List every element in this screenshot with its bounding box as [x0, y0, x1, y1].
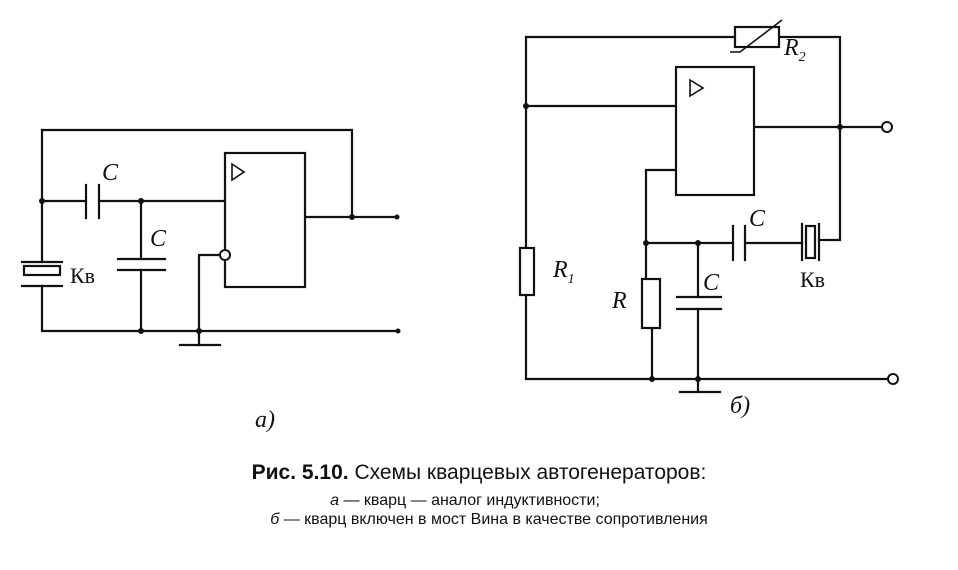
- caption-letter-b: б: [270, 511, 280, 528]
- capacitor-icon: [731, 224, 747, 262]
- figure-caption-line-b: б — кварц включен в мост Вина в качестве…: [10, 511, 958, 529]
- amplifier-block-a: [223, 151, 307, 289]
- capacitor-icon: [116, 257, 167, 272]
- caption-text-b: — кварц включен в мост Вина в качестве с…: [279, 511, 708, 528]
- crystal-icon: [800, 222, 828, 262]
- ground-terminal: [887, 373, 899, 385]
- amplifier-triangle-icon: [689, 78, 705, 98]
- caption-text-a: — кварц — аналог индуктивности;: [339, 492, 600, 509]
- caption-letter-a: а: [330, 492, 339, 509]
- amplifier-triangle-icon: [231, 162, 246, 182]
- thermistor-icon: [730, 19, 783, 53]
- figure-title: Схемы кварцевых автогенераторов:: [354, 461, 707, 484]
- label-thermistor-r2: R2: [783, 35, 806, 65]
- figure-caption-line-a: а — кварц — аналог индуктивности;: [0, 492, 944, 510]
- label-capacitor-c-mid: C: [150, 226, 167, 252]
- circuit-diagram: C C Кв а): [20, 19, 899, 433]
- label-crystal-b: Кв: [800, 267, 825, 292]
- figure-caption-title: Рис. 5.10. Схемы кварцевых автогенератор…: [0, 461, 958, 485]
- inverting-input-circle: [219, 249, 231, 261]
- output-terminal: [881, 121, 893, 133]
- capacitor-icon: [675, 295, 723, 311]
- label-resistor-r1: R1: [552, 257, 575, 287]
- capacitor-icon: [84, 183, 101, 220]
- circuit-b: R2 R1 R C C Кв б): [518, 19, 899, 419]
- amplifier-block-b: [674, 65, 756, 197]
- label-capacitor-c-top: C: [102, 160, 119, 186]
- figure-number: Рис. 5.10.: [251, 461, 349, 484]
- label-resistor-r: R: [611, 288, 627, 314]
- label-crystal-a: Кв: [70, 263, 95, 288]
- resistor-icon: [640, 277, 662, 330]
- crystal-icon: [20, 260, 64, 288]
- circuit-a: C C Кв а): [20, 128, 401, 433]
- label-capacitor-c-top-b: C: [749, 206, 766, 232]
- resistor-icon: [518, 246, 536, 297]
- label-capacitor-c-low-b: C: [703, 270, 720, 296]
- label-sub-a: а): [255, 407, 275, 433]
- label-sub-b: б): [730, 393, 750, 419]
